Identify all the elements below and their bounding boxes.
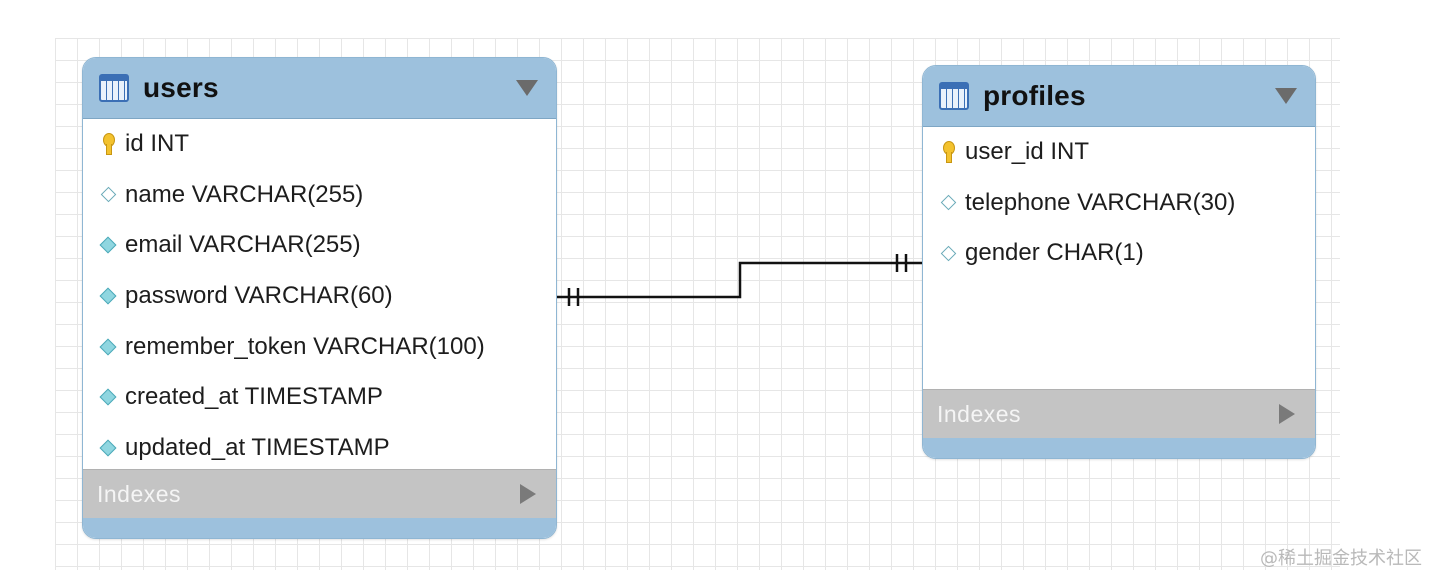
column-label: created_at TIMESTAMP	[125, 383, 383, 411]
columns-list-users: id INT name VARCHAR(255) email VARCHAR(255…	[83, 119, 556, 469]
column-row[interactable]: updated_at TIMESTAMP	[83, 423, 556, 474]
indexes-section-profiles[interactable]: Indexes	[923, 389, 1315, 438]
indexes-label: Indexes	[97, 480, 182, 507]
columns-list-profiles: user_id INT telephone VARCHAR(30) gender C…	[923, 127, 1315, 389]
not-null-diamond-icon	[95, 388, 121, 406]
primary-key-icon	[95, 133, 121, 156]
table-header-profiles[interactable]: profiles	[923, 66, 1315, 127]
table-header-users[interactable]: users	[83, 58, 556, 119]
column-row[interactable]: password VARCHAR(60)	[83, 271, 556, 322]
column-label: gender CHAR(1)	[965, 239, 1144, 267]
column-row[interactable]: gender CHAR(1)	[923, 228, 1315, 279]
column-label: user_id INT	[965, 138, 1090, 166]
column-row[interactable]: created_at TIMESTAMP	[83, 372, 556, 423]
table-title: profiles	[983, 80, 1086, 111]
relationship-line[interactable]	[557, 261, 922, 299]
column-label: remember_token VARCHAR(100)	[125, 332, 485, 360]
indexes-section-users[interactable]: Indexes	[83, 469, 556, 518]
not-null-diamond-icon	[95, 338, 121, 356]
column-row[interactable]: user_id INT	[923, 127, 1315, 178]
watermark: @稀土掘金技术社区	[1260, 548, 1422, 569]
column-label: id INT	[125, 130, 190, 158]
not-null-diamond-icon	[95, 236, 121, 254]
table-users[interactable]: users id INT name VARCHAR(255) email VARCH…	[82, 57, 557, 539]
column-row[interactable]: telephone VARCHAR(30)	[923, 178, 1315, 229]
nullable-diamond-icon	[935, 195, 961, 211]
table-title: users	[143, 72, 219, 103]
column-label: email VARCHAR(255)	[125, 231, 361, 259]
table-footer-users	[83, 518, 556, 538]
table-icon	[99, 74, 129, 102]
primary-key-icon	[935, 141, 961, 164]
column-label: password VARCHAR(60)	[125, 282, 393, 310]
table-footer-profiles	[923, 438, 1315, 458]
column-label: name VARCHAR(255)	[125, 180, 364, 208]
column-row[interactable]: remember_token VARCHAR(100)	[83, 321, 556, 372]
collapse-toggle-icon[interactable]	[1275, 88, 1297, 104]
expand-arrow-icon[interactable]	[1279, 404, 1295, 424]
table-profiles[interactable]: profiles user_id INT telephone VARCHAR(30…	[922, 65, 1316, 459]
column-label: updated_at TIMESTAMP	[125, 433, 390, 461]
expand-arrow-icon[interactable]	[520, 484, 536, 504]
indexes-label: Indexes	[937, 400, 1022, 427]
column-row[interactable]: id INT	[83, 119, 556, 170]
not-null-diamond-icon	[95, 439, 121, 457]
nullable-diamond-icon	[935, 245, 961, 262]
column-label: telephone VARCHAR(30)	[965, 188, 1236, 216]
column-row[interactable]: name VARCHAR(255)	[83, 170, 556, 221]
collapse-toggle-icon[interactable]	[516, 80, 538, 96]
nullable-diamond-icon	[95, 187, 121, 203]
column-row[interactable]: email VARCHAR(255)	[83, 220, 556, 271]
not-null-diamond-icon	[95, 287, 121, 305]
table-icon	[939, 82, 969, 110]
